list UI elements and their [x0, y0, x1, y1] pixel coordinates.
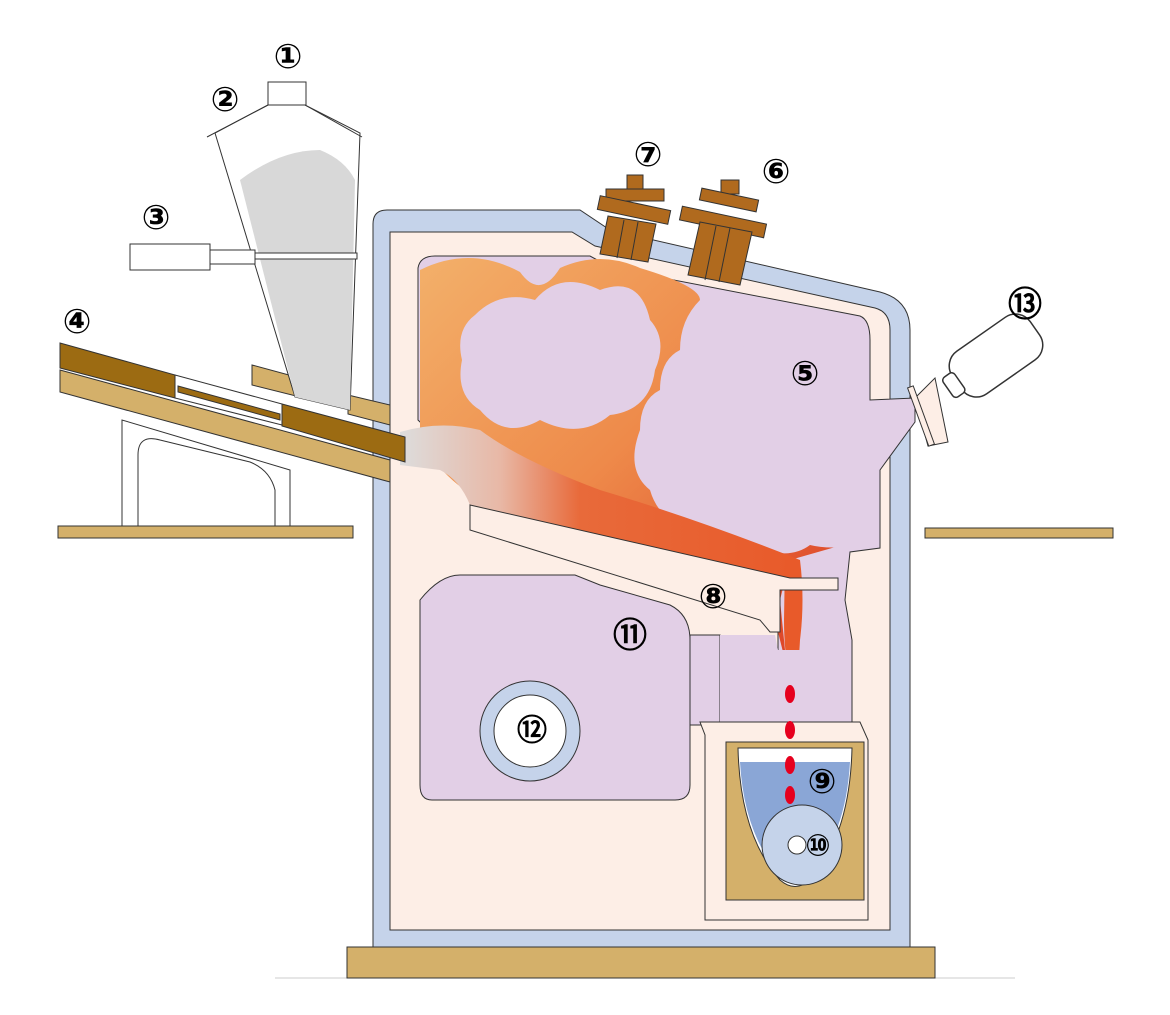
hopper-roof-right — [304, 104, 363, 138]
pusher-band — [254, 252, 358, 260]
hopper-roof-left — [206, 104, 269, 138]
label-4: ④ — [63, 302, 92, 342]
label-2: ② — [211, 80, 240, 120]
right-rail — [924, 527, 1114, 539]
feeder-bar-right — [281, 403, 406, 463]
label-11: ⑪ — [613, 616, 647, 656]
hearth-slope — [469, 504, 839, 633]
pusher-rod — [209, 249, 256, 265]
smoke-cloud-top — [700, 300, 860, 380]
label-8: ⑧ — [699, 577, 728, 617]
base-plate — [346, 946, 936, 979]
slag-drop-3 — [785, 756, 795, 774]
slag-drop-4 — [785, 786, 795, 804]
hopper-material — [240, 150, 355, 410]
hopper-cap — [267, 81, 307, 106]
label-9: ⑨ — [808, 762, 837, 802]
label-13: ⑬ — [1008, 285, 1042, 325]
burner-7 — [596, 174, 672, 263]
smoke-cloud-left — [460, 282, 661, 429]
label-6: ⑥ — [762, 152, 791, 192]
slag-drop-2 — [785, 721, 795, 739]
label-7: ⑦ — [634, 135, 663, 175]
conveyor-hub — [787, 835, 807, 855]
waste-flow — [400, 425, 800, 578]
port-flange — [906, 385, 936, 447]
label-1: ① — [274, 37, 303, 77]
label-5: ⑤ — [791, 354, 820, 394]
pusher-motor — [129, 243, 211, 271]
left-rail — [57, 525, 354, 539]
slag-drop-1 — [785, 685, 795, 703]
descent-duct — [720, 635, 800, 725]
feeder-stand — [121, 419, 291, 527]
fan-inner — [493, 694, 567, 768]
label-12: ⑫ — [517, 714, 547, 749]
label-10: ⑩ — [805, 829, 830, 864]
label-3: ③ — [142, 198, 171, 238]
feeder-bar-inner — [177, 385, 281, 421]
auxiliary-burner — [942, 313, 1044, 399]
burner-6 — [678, 179, 768, 286]
feeder-trough — [59, 369, 391, 483]
connecting-duct — [689, 634, 721, 726]
